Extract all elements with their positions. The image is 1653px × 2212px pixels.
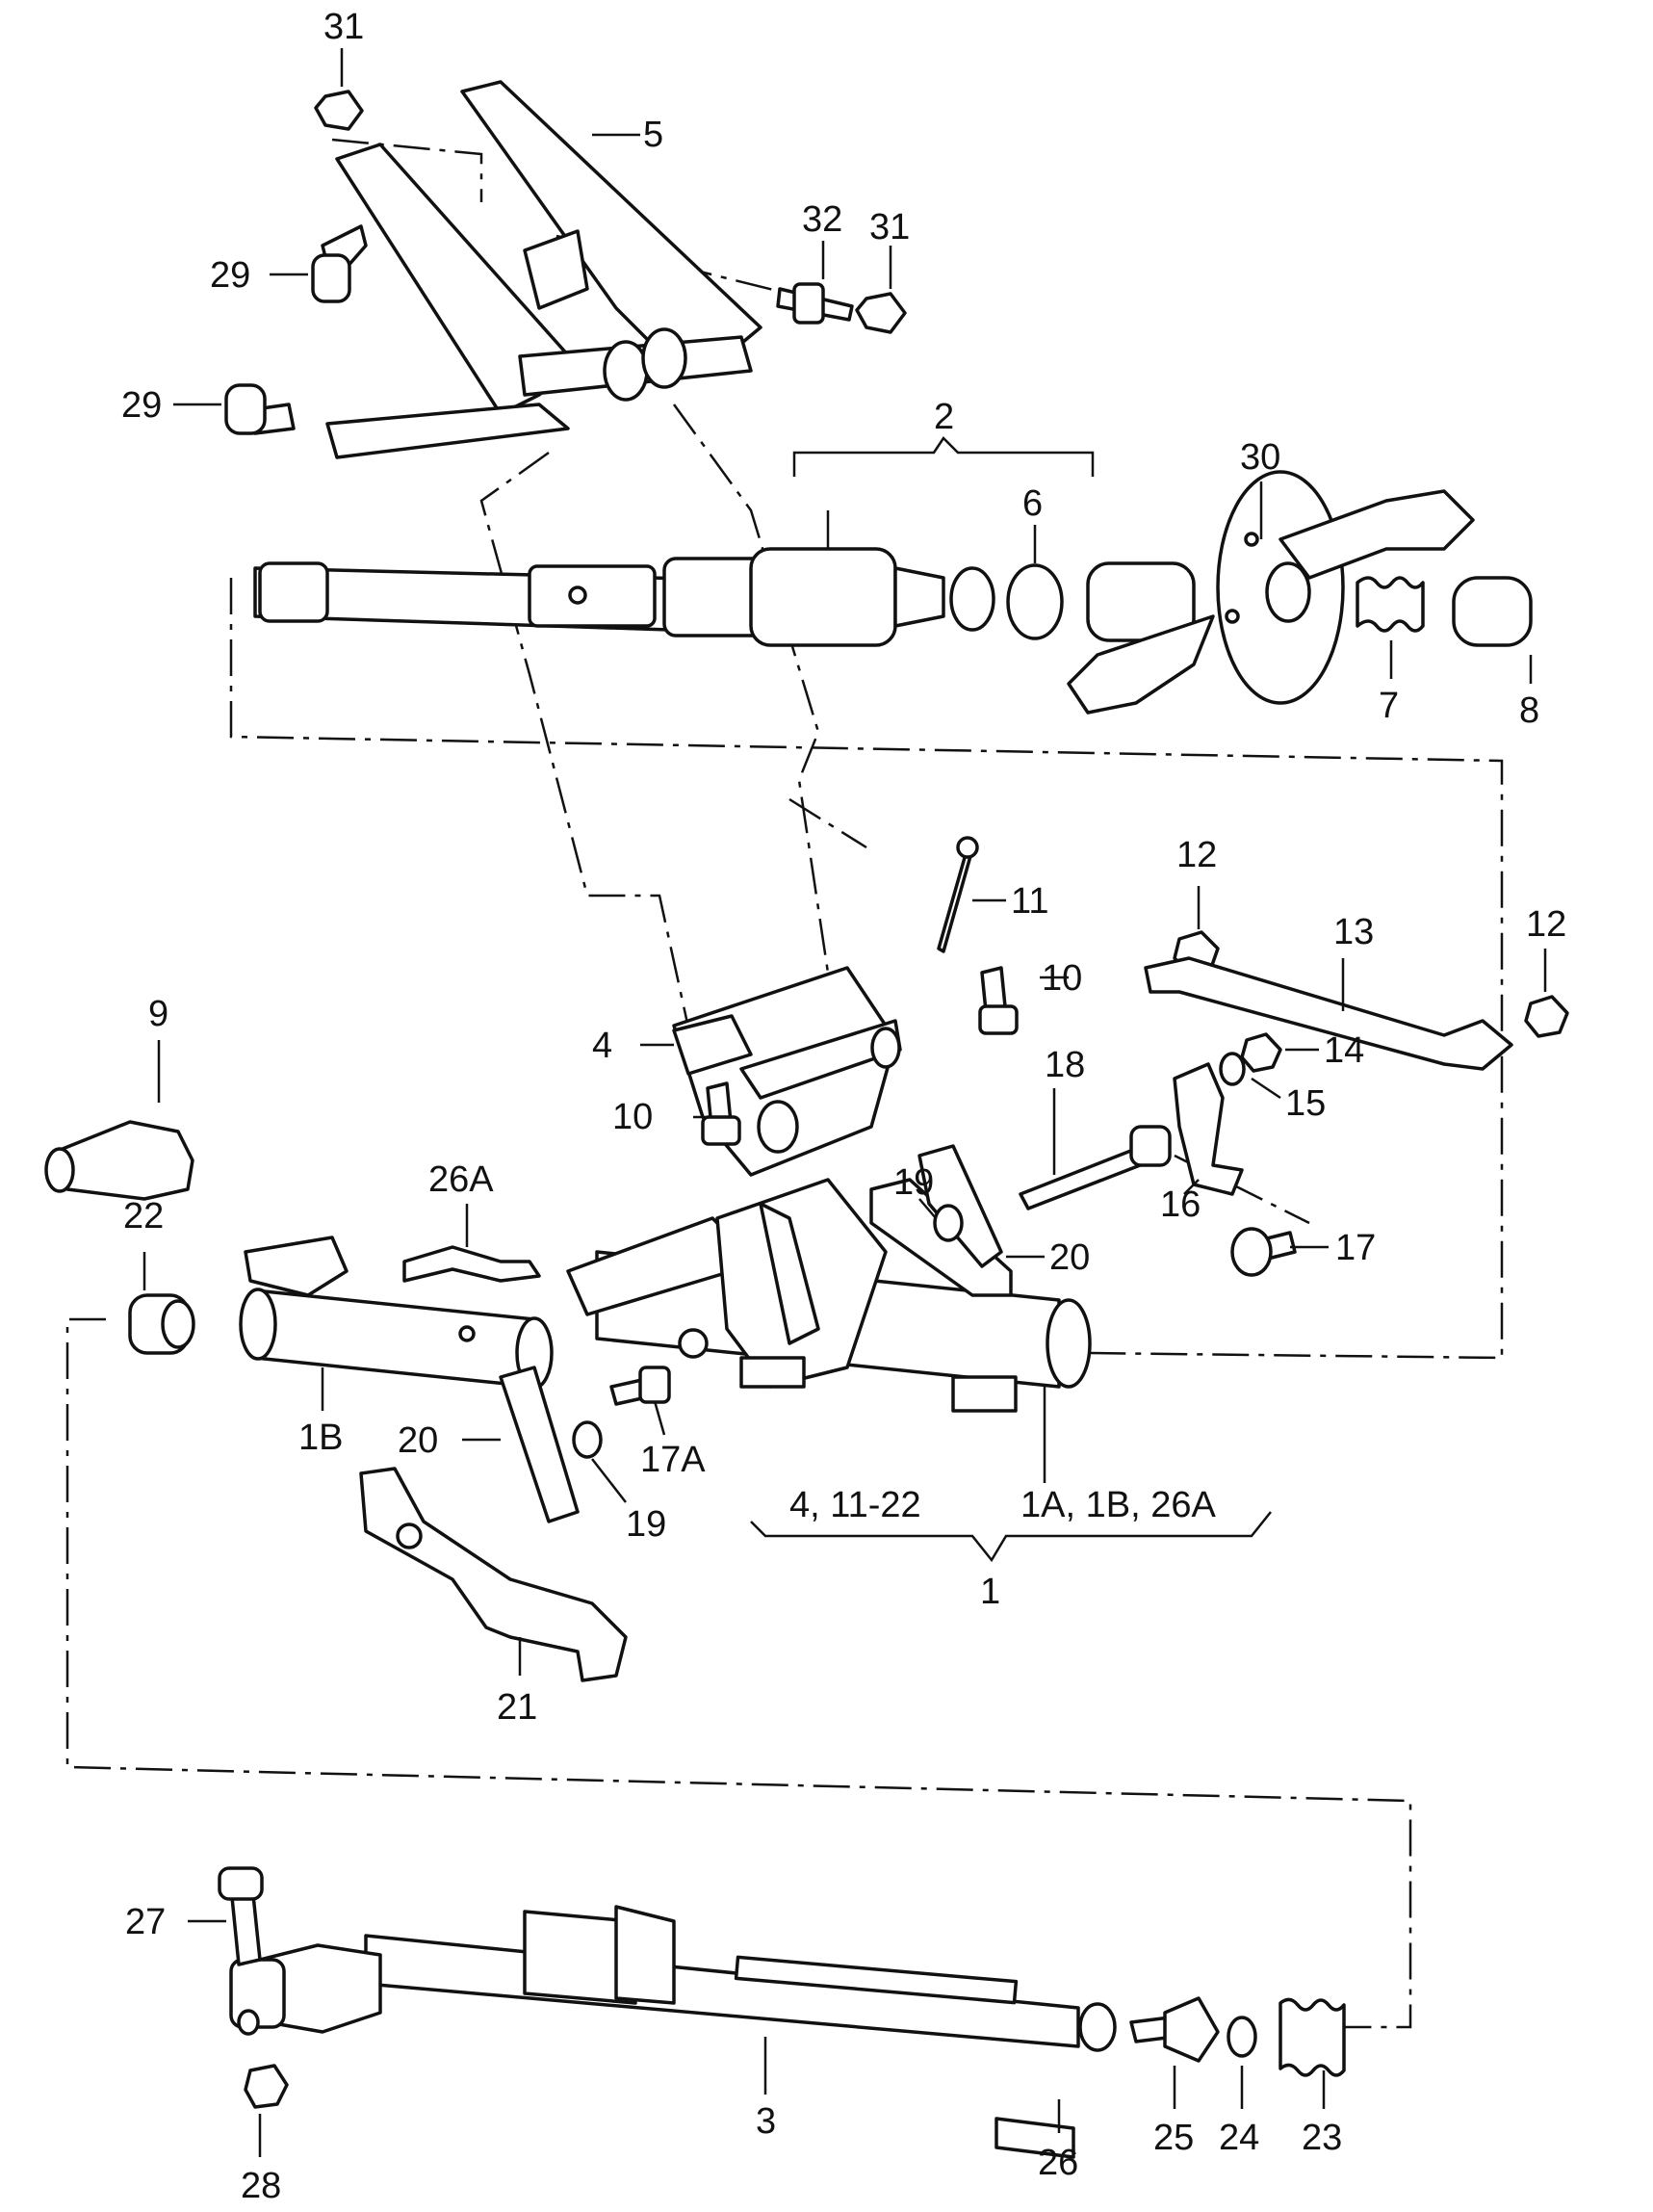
spring-7 — [1356, 576, 1425, 633]
callout-12: 12 — [1526, 904, 1566, 945]
callout-31: 31 — [323, 7, 364, 47]
callout-17: 17 — [1335, 1228, 1376, 1268]
callout-11: 11 — [1011, 881, 1048, 922]
washer-24 — [1227, 2016, 1257, 2058]
spring-clip-26A — [402, 1245, 541, 1283]
callout-20: 20 — [1049, 1237, 1090, 1278]
small-parts-middle — [44, 836, 1569, 1682]
lever-21 — [359, 1467, 628, 1682]
bracket-5 — [325, 80, 762, 459]
callout-6: 6 — [1022, 483, 1043, 524]
callout-20: 20 — [398, 1420, 438, 1461]
clip-26 — [994, 2117, 1075, 2159]
callout-27: 27 — [125, 1902, 166, 1942]
callout-24: 24 — [1219, 2118, 1259, 2158]
nut-12b — [1524, 995, 1569, 1038]
callout-3: 3 — [756, 2101, 776, 2142]
callout-2: 2 — [934, 397, 954, 437]
lower-steering-shaft-3 — [218, 1866, 1346, 2159]
callout-1: 1 — [980, 1572, 1000, 1612]
callout-19: 19 — [626, 1504, 666, 1545]
group-label-left: 4, 11-22 — [789, 1485, 921, 1525]
upper-steering-shaft-2 — [253, 547, 995, 647]
callout-14: 14 — [1324, 1030, 1364, 1071]
lever-13 — [1144, 956, 1513, 1071]
callout-25: 25 — [1153, 2118, 1194, 2158]
leader-lines — [142, 48, 1547, 2157]
ring-6 — [1006, 563, 1064, 640]
spring-11 — [937, 846, 974, 953]
column-housing-1 — [239, 966, 1092, 1523]
callout-19: 19 — [893, 1162, 934, 1203]
callout-10: 10 — [1042, 958, 1082, 999]
callout-28: 28 — [241, 2166, 281, 2206]
callout-13: 13 — [1333, 912, 1374, 952]
callout-21: 21 — [497, 1687, 537, 1728]
callout-5: 5 — [643, 115, 663, 155]
callout-12: 12 — [1176, 835, 1217, 875]
nut-31a — [314, 90, 364, 131]
callout-18: 18 — [1045, 1045, 1085, 1085]
callout-10: 10 — [612, 1097, 653, 1137]
callout-26: 26 — [1038, 2143, 1078, 2183]
small-parts-top — [224, 90, 1533, 647]
callout-17A: 17A — [640, 1440, 706, 1480]
callout-15: 15 — [1285, 1083, 1326, 1124]
callout-29: 29 — [210, 255, 250, 296]
assembly-dash-lines — [65, 138, 1504, 2029]
bearing-8 — [1452, 576, 1533, 647]
callout-4: 4 — [592, 1026, 612, 1066]
callout-labels: 31 5 32 31 29 29 2 30 6 7 8 11 10 12 13 … — [121, 7, 1566, 2206]
callout-7: 7 — [1379, 686, 1399, 726]
callout-1B: 1B — [298, 1418, 343, 1458]
cam-16 — [1173, 1062, 1244, 1196]
nut-31b — [855, 292, 907, 334]
callout-26A: 26A — [428, 1159, 494, 1200]
nut-14 — [1240, 1032, 1282, 1073]
callout-9: 9 — [148, 994, 168, 1034]
callout-22: 22 — [123, 1196, 164, 1236]
combination-switch-30 — [1067, 470, 1475, 715]
callout-29: 29 — [121, 385, 162, 426]
washer-19a — [933, 1204, 964, 1242]
nut-28 — [244, 2064, 289, 2109]
callout-16: 16 — [1160, 1184, 1201, 1225]
callout-32: 32 — [802, 199, 842, 240]
callout-23: 23 — [1302, 2118, 1342, 2158]
callout-30: 30 — [1240, 437, 1280, 478]
spring-23 — [1278, 1997, 1346, 2077]
sleeve-9 — [56, 1120, 194, 1201]
washer-19b — [572, 1420, 603, 1459]
group-label-right: 1A, 1B, 26A — [1020, 1485, 1216, 1525]
callout-31: 31 — [869, 207, 910, 247]
callout-8: 8 — [1519, 690, 1539, 731]
washer-15 — [1219, 1052, 1246, 1086]
